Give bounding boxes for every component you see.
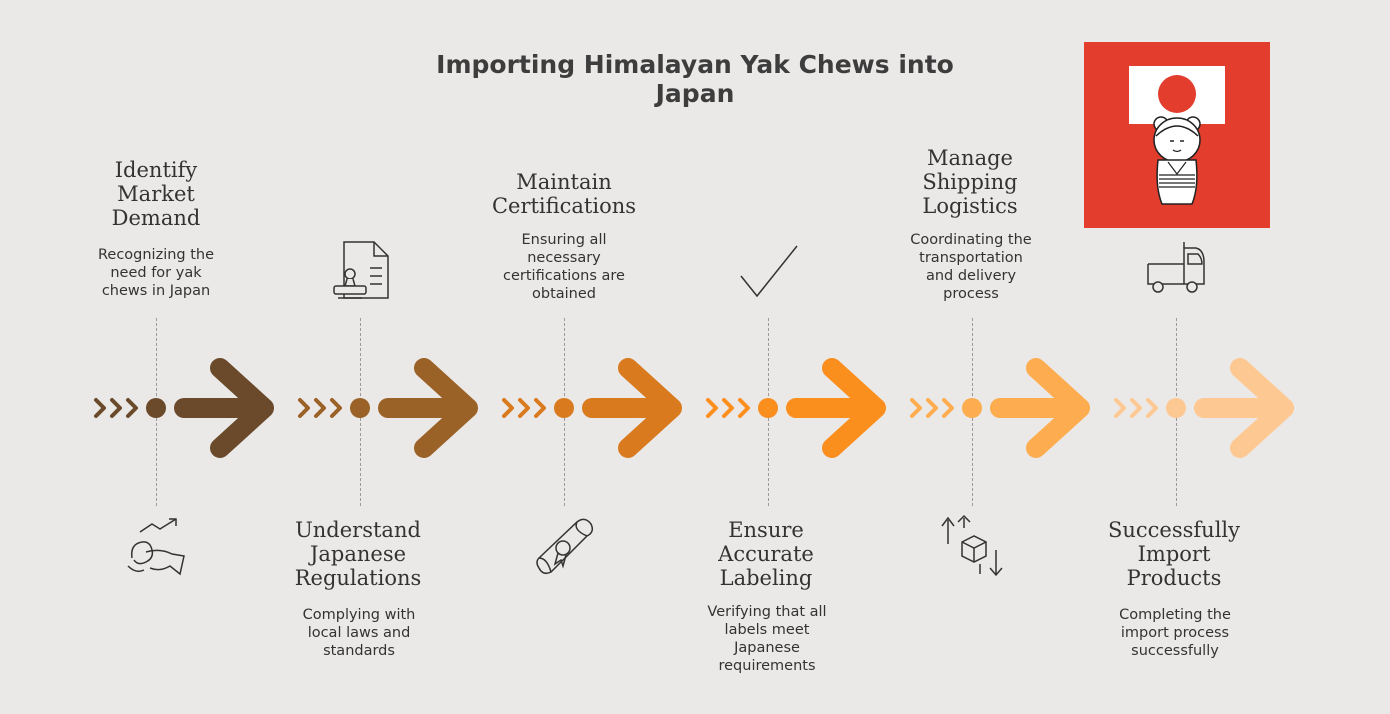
diagram-title: Importing Himalayan Yak Chews into Japan: [436, 50, 954, 108]
step-5-arrow: [910, 358, 1090, 458]
checkmark-icon: [740, 245, 798, 298]
step-4-arrow: [706, 358, 886, 458]
japan-flag-illustration: [1084, 42, 1270, 228]
growth-chart-icon: [127, 518, 185, 576]
document-stamp-icon: [333, 241, 389, 299]
step-3-arrow: [502, 358, 682, 458]
delivery-truck-icon: [1147, 242, 1205, 293]
diploma-scroll-icon: [536, 518, 594, 575]
step-6-arrow: [1114, 358, 1294, 458]
step-2-arrow: [298, 358, 478, 458]
step-1-arrow: [94, 358, 274, 458]
package-exchange-icon: [941, 514, 1003, 577]
